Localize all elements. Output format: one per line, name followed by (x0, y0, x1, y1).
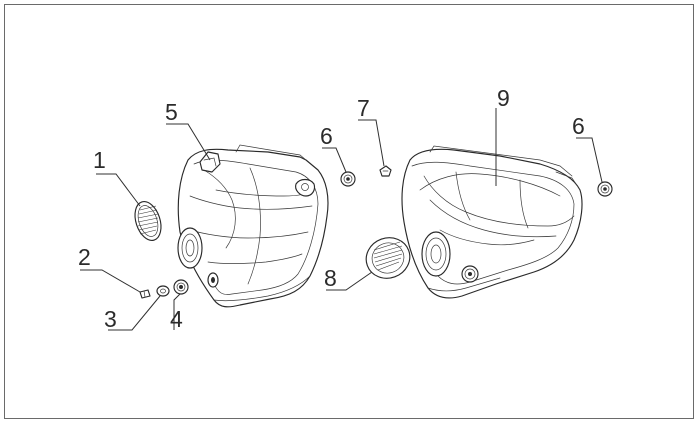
part-6-nut-left (340, 171, 356, 187)
diagram-border (4, 4, 694, 419)
right-side-cover (401, 145, 583, 299)
part-7-clip (379, 165, 392, 177)
part-8-badge (365, 237, 411, 279)
callout-7: 7 (357, 95, 370, 121)
callout-5: 5 (165, 99, 178, 125)
callout-6-left: 6 (320, 123, 333, 149)
callout-1: 1 (93, 147, 106, 173)
callout-6-right: 6 (572, 113, 585, 139)
callout-9: 9 (497, 85, 510, 111)
part-6-nut-right (597, 181, 613, 197)
part-4-grommet (173, 279, 189, 295)
callout-3: 3 (104, 306, 117, 332)
callout-4: 4 (170, 306, 183, 332)
part-1-badge (134, 201, 162, 241)
leader-lines (80, 108, 603, 331)
part-2-screw (139, 289, 151, 299)
left-side-cover (177, 144, 329, 308)
callout-8: 8 (324, 265, 337, 291)
part-3-washer (156, 285, 170, 297)
callout-labels: 1 2 3 4 5 6 7 6 8 9 (78, 85, 585, 332)
callout-2: 2 (78, 244, 91, 270)
